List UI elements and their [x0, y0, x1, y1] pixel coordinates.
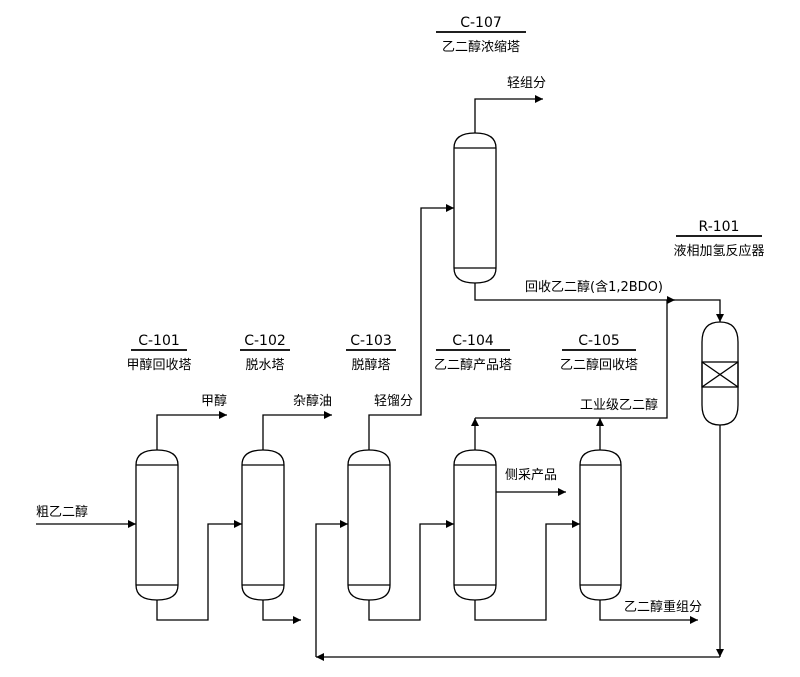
- c102-tag: C-102: [244, 333, 286, 349]
- recycle-eg-line: [474, 283, 724, 322]
- c107-tag: C-107: [460, 15, 502, 31]
- c101-name: 甲醇回收塔: [126, 357, 191, 373]
- c104-bottoms-line: [474, 520, 580, 621]
- r101-name: 液相加氢反应器: [673, 243, 764, 259]
- c105-name: 乙二醇回收塔: [560, 357, 638, 373]
- feed-label: 粗乙二醇: [36, 504, 88, 520]
- light-distillate-line: [368, 204, 454, 450]
- light-component-label: 轻组分: [507, 76, 546, 91]
- recycle-eg-label: 回收乙二醇(含1,2BDO): [525, 279, 663, 295]
- fusel-oil-line: [262, 411, 332, 450]
- light-distillate-label: 轻馏分: [374, 394, 413, 409]
- industrial-eg-line: [475, 296, 675, 419]
- column-c102: [241, 449, 285, 601]
- c104-name: 乙二醇产品塔: [434, 357, 512, 373]
- c105-tag: C-105: [578, 333, 620, 349]
- column-c104: [453, 449, 497, 601]
- c103-bottoms-line: [368, 520, 454, 621]
- c107-light-line: [474, 95, 543, 133]
- side-product-label: 侧采产品: [505, 468, 557, 483]
- column-c105: [579, 449, 622, 601]
- c102-bottoms-line: [262, 600, 301, 624]
- c103-name: 脱醇塔: [351, 357, 390, 373]
- c101-tag: C-101: [138, 333, 180, 349]
- r101-tag: R-101: [699, 219, 740, 235]
- c103-tag: C-103: [350, 333, 392, 349]
- industrial-eg-label: 工业级乙二醇: [580, 397, 658, 413]
- column-c107: [453, 132, 497, 284]
- heavy-component-line: [599, 600, 698, 624]
- recycle-feed-c103-line: [315, 520, 348, 657]
- fusel-oil-label: 杂醇油: [293, 393, 332, 409]
- column-c101: [135, 449, 179, 601]
- c101-bottoms-line: [156, 520, 242, 621]
- methanol-line: [156, 411, 227, 450]
- heavy-component-label: 乙二醇重组分: [624, 599, 702, 615]
- methanol-label: 甲醇: [201, 393, 227, 409]
- reactor-r101: [701, 321, 739, 426]
- c102-name: 脱水塔: [245, 358, 284, 373]
- c104-tag: C-104: [452, 333, 494, 349]
- column-c103: [347, 449, 391, 601]
- c107-name: 乙二醇浓缩塔: [442, 39, 520, 55]
